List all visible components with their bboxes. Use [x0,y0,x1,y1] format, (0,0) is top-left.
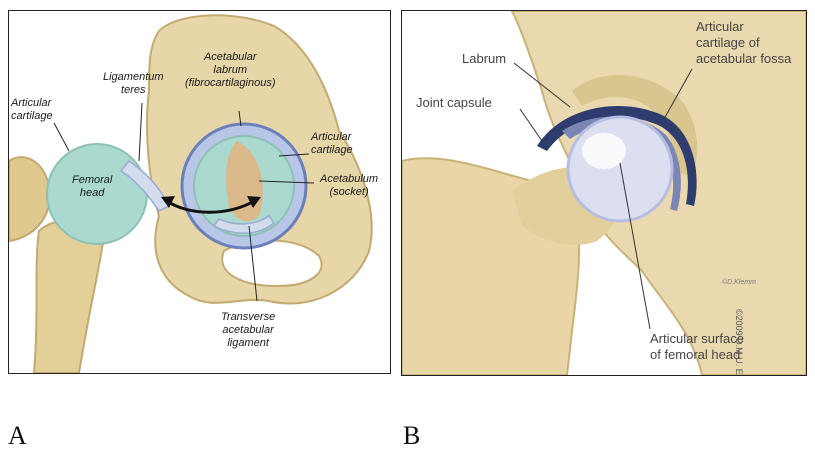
panel-a-hip-joint-opened: Articular cartilage Ligamentum teres Ace… [8,10,391,374]
label-labrum: Labrum [462,51,506,67]
leader-articular-cartilage [54,123,69,151]
femoral-head-highlight [582,133,626,169]
side-copyright: ©2009 D.M.U. EMA [734,309,744,376]
caption-b: B [403,421,420,451]
label-ligamentum-teres: Ligamentum teres [103,71,164,97]
artist-signature: ©D.Klemm [722,279,756,287]
leader-ligamentum-teres [139,103,142,161]
femoral-head [568,117,672,221]
panel-b-hip-joint-section: Labrum Joint capsule Articular cartilage… [401,10,807,376]
caption-a: A [8,421,27,451]
label-articular-surface: Articular surface of femoral head [650,331,744,363]
leader-joint-capsule [520,109,542,141]
label-acetabulum: Acetabulum (socket) [320,173,378,199]
label-articular-cartilage-socket: Articular cartilage [311,131,353,157]
label-transverse-ligament: Transverse acetabular ligament [221,311,275,350]
label-articular-cartilage-head: Articular cartilage [11,97,53,123]
label-acetabular-labrum: Acetabular labrum (fibrocartilaginous) [185,51,275,90]
label-articular-cartilage-fossa: Articular cartilage of acetabular fossa [696,19,791,67]
label-joint-capsule: Joint capsule [416,95,492,111]
label-femoral-head: Femoral head [72,174,112,200]
